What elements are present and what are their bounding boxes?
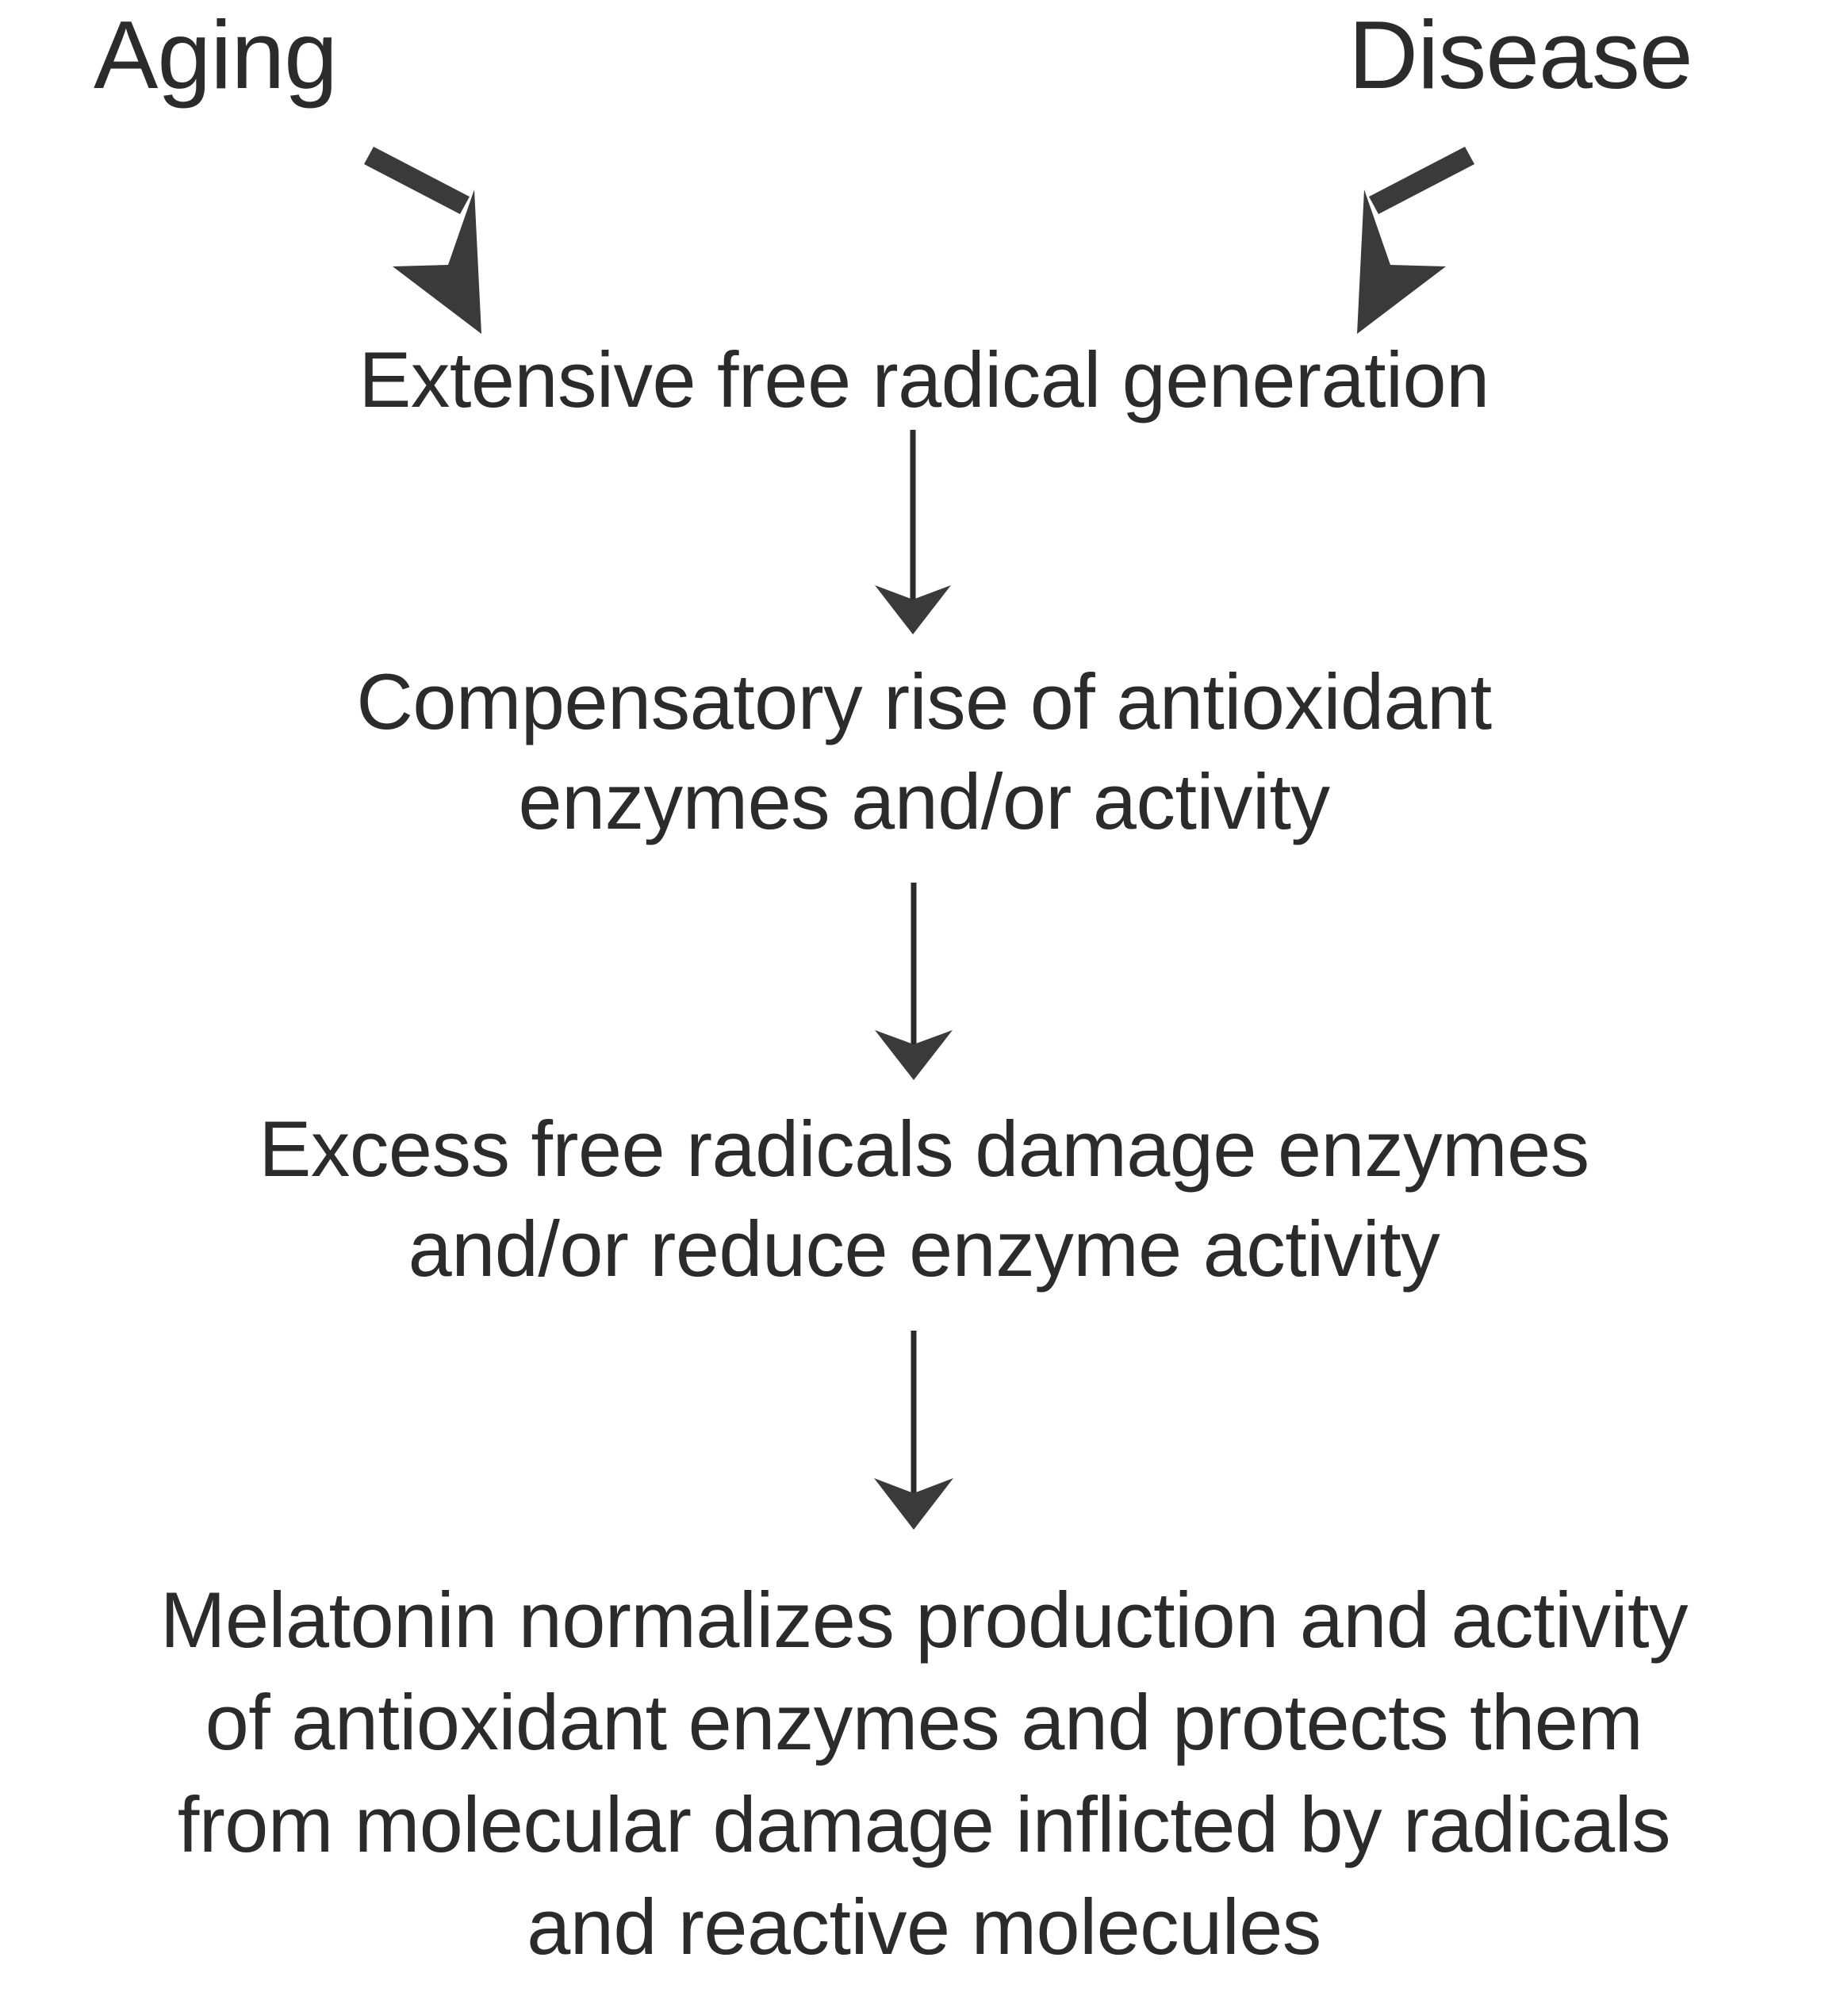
process-node-excess-free-radicals-damage-enzymes: Excess free radicals damage enzymes and/… bbox=[0, 1099, 1848, 1299]
arrow-compensatory-rise-to-excess-free-radicals bbox=[875, 883, 953, 1080]
arrow-extensive-free-radical-generation-to-compensatory-rise bbox=[875, 430, 951, 634]
node-line: and/or reduce enzyme activity bbox=[408, 1205, 1440, 1293]
arrow-aging-to-extensive-free-radical-generation bbox=[364, 147, 481, 334]
arrow-excess-free-radicals-to-melatonin-normalizes bbox=[874, 1331, 953, 1530]
node-line: and reactive molecules bbox=[527, 1883, 1321, 1971]
process-node-compensatory-rise-of-antioxidant-enzymes: Compensatory rise of antioxidant enzymes… bbox=[0, 652, 1848, 852]
arrow-disease-to-extensive-free-radical-generation bbox=[1357, 147, 1474, 334]
node-line: enzymes and/or activity bbox=[518, 757, 1330, 845]
node-line: Melatonin normalizes production and acti… bbox=[160, 1576, 1689, 1664]
process-node-extensive-free-radical-generation: Extensive free radical generation bbox=[0, 331, 1848, 427]
node-line: of antioxidant enzymes and protects them bbox=[205, 1678, 1643, 1766]
outcome-node-melatonin-normalizes-production-and-activity: Melatonin normalizes production and acti… bbox=[0, 1569, 1848, 1978]
node-line: Extensive free radical generation bbox=[358, 335, 1490, 423]
source-label-disease: Disease bbox=[1348, 1, 1693, 109]
source-label-aging: Aging bbox=[94, 1, 338, 109]
node-line: Compensatory rise of antioxidant bbox=[356, 657, 1492, 745]
node-line: Excess free radicals damage enzymes bbox=[259, 1105, 1589, 1193]
node-line: from molecular damage inflicted by radic… bbox=[177, 1780, 1671, 1868]
